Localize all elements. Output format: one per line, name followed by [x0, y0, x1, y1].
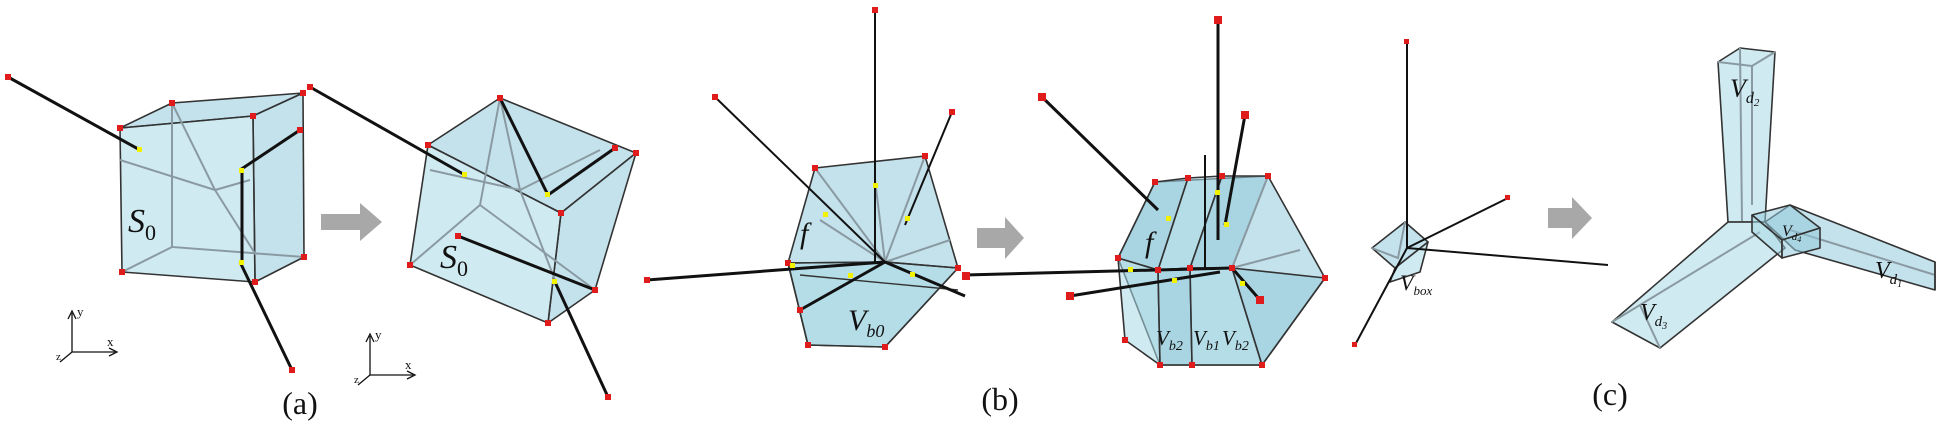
tripod-vd — [1611, 47, 1936, 349]
panel-label-a: (a) — [282, 385, 318, 421]
label-s0-a1: S0 — [128, 203, 156, 245]
axis-gizmo-2: y x z — [354, 327, 417, 386]
vertices-b1 — [644, 7, 961, 350]
label-vb0: Vb0 — [848, 304, 884, 341]
axis-x-label: x — [107, 334, 114, 349]
slice-vb2-left — [1117, 257, 1161, 366]
cube-s0-aligned — [119, 92, 305, 283]
spokes-a1 — [7, 75, 301, 371]
hits-a2 — [462, 172, 557, 284]
transform-arrow-b — [977, 217, 1024, 259]
arm-vd3 — [1611, 221, 1786, 349]
svg-text:z: z — [354, 374, 359, 386]
vertices-a2 — [307, 84, 639, 400]
hits-b2 — [1128, 190, 1245, 286]
cube-front-face — [119, 115, 256, 283]
label-vd2: Vd2 — [1730, 74, 1760, 109]
panel-label-c: (c) — [1592, 376, 1628, 412]
hex-sliced — [1117, 175, 1326, 366]
spokes-c1 — [1354, 42, 1609, 346]
vertices-c1 — [1352, 39, 1510, 347]
spokes-b1 — [646, 10, 966, 312]
label-vb1: Vb1 — [1193, 326, 1220, 354]
axis-y-label: y — [77, 304, 84, 319]
vertices-b2 — [962, 16, 1328, 368]
label-vb2-left: Vb2 — [1156, 326, 1183, 354]
label-vd4: Vd4 — [1782, 223, 1801, 244]
axis-z-label: z — [56, 351, 61, 363]
panel-label-b: (b) — [981, 381, 1018, 417]
box-vbox — [1371, 221, 1429, 283]
svg-text:x: x — [405, 357, 412, 372]
spokes-b2 — [964, 20, 1262, 301]
svg-text:y: y — [375, 327, 382, 342]
axis-gizmo-1: y x z — [56, 304, 119, 363]
label-s0-a2: S0 — [440, 239, 468, 281]
hits-b1 — [790, 183, 915, 278]
arm-vd2 — [1717, 47, 1776, 223]
hits-a1 — [137, 147, 244, 265]
label-vb2-right: Vb2 — [1222, 326, 1249, 354]
vertices-a1 — [5, 74, 307, 373]
label-vd1: Vd1 — [1875, 258, 1902, 290]
cube-s0-rotated — [409, 97, 637, 324]
spokes-a2 — [309, 85, 616, 398]
transform-arrow-c — [1548, 197, 1592, 239]
transform-arrow-a — [321, 203, 382, 241]
label-vd3: Vd3 — [1640, 300, 1667, 332]
label-vbox: Vbox — [1400, 270, 1432, 298]
